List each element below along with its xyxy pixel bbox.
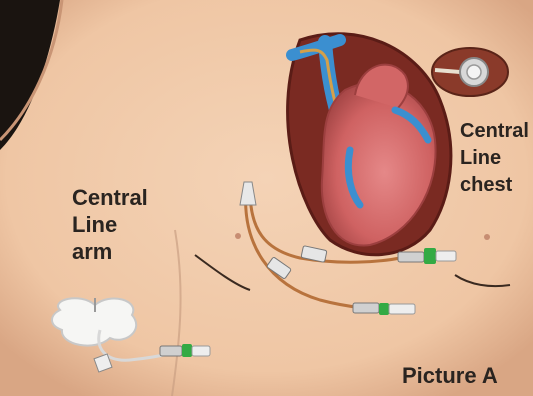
central-line-chest-label: Central Line chest (460, 118, 529, 199)
connector-lower (353, 303, 379, 313)
connector-lower-green (379, 303, 389, 315)
connector-upper-cap (436, 251, 456, 261)
connector-upper-green (424, 248, 436, 264)
connector-lower-cap (389, 304, 415, 314)
arm-label-line-1: Central (72, 184, 148, 211)
arm-connector-cap (192, 346, 210, 356)
picture-caption: Picture A (402, 362, 498, 389)
port-tube (435, 70, 460, 72)
connector-upper (398, 252, 424, 262)
arm-connector-green (182, 344, 192, 357)
chest-label-line-2: Line (460, 145, 529, 172)
right-nipple (484, 234, 490, 240)
chest-label-line-1: Central (460, 118, 529, 145)
arm-connector (160, 346, 182, 356)
central-line-arm-label: Central Line arm (72, 184, 148, 265)
left-nipple (235, 233, 241, 239)
arm-label-line-3: arm (72, 238, 148, 265)
arm-label-line-2: Line (72, 211, 148, 238)
chest-label-line-3: chest (460, 172, 529, 199)
port-septum (467, 65, 481, 79)
